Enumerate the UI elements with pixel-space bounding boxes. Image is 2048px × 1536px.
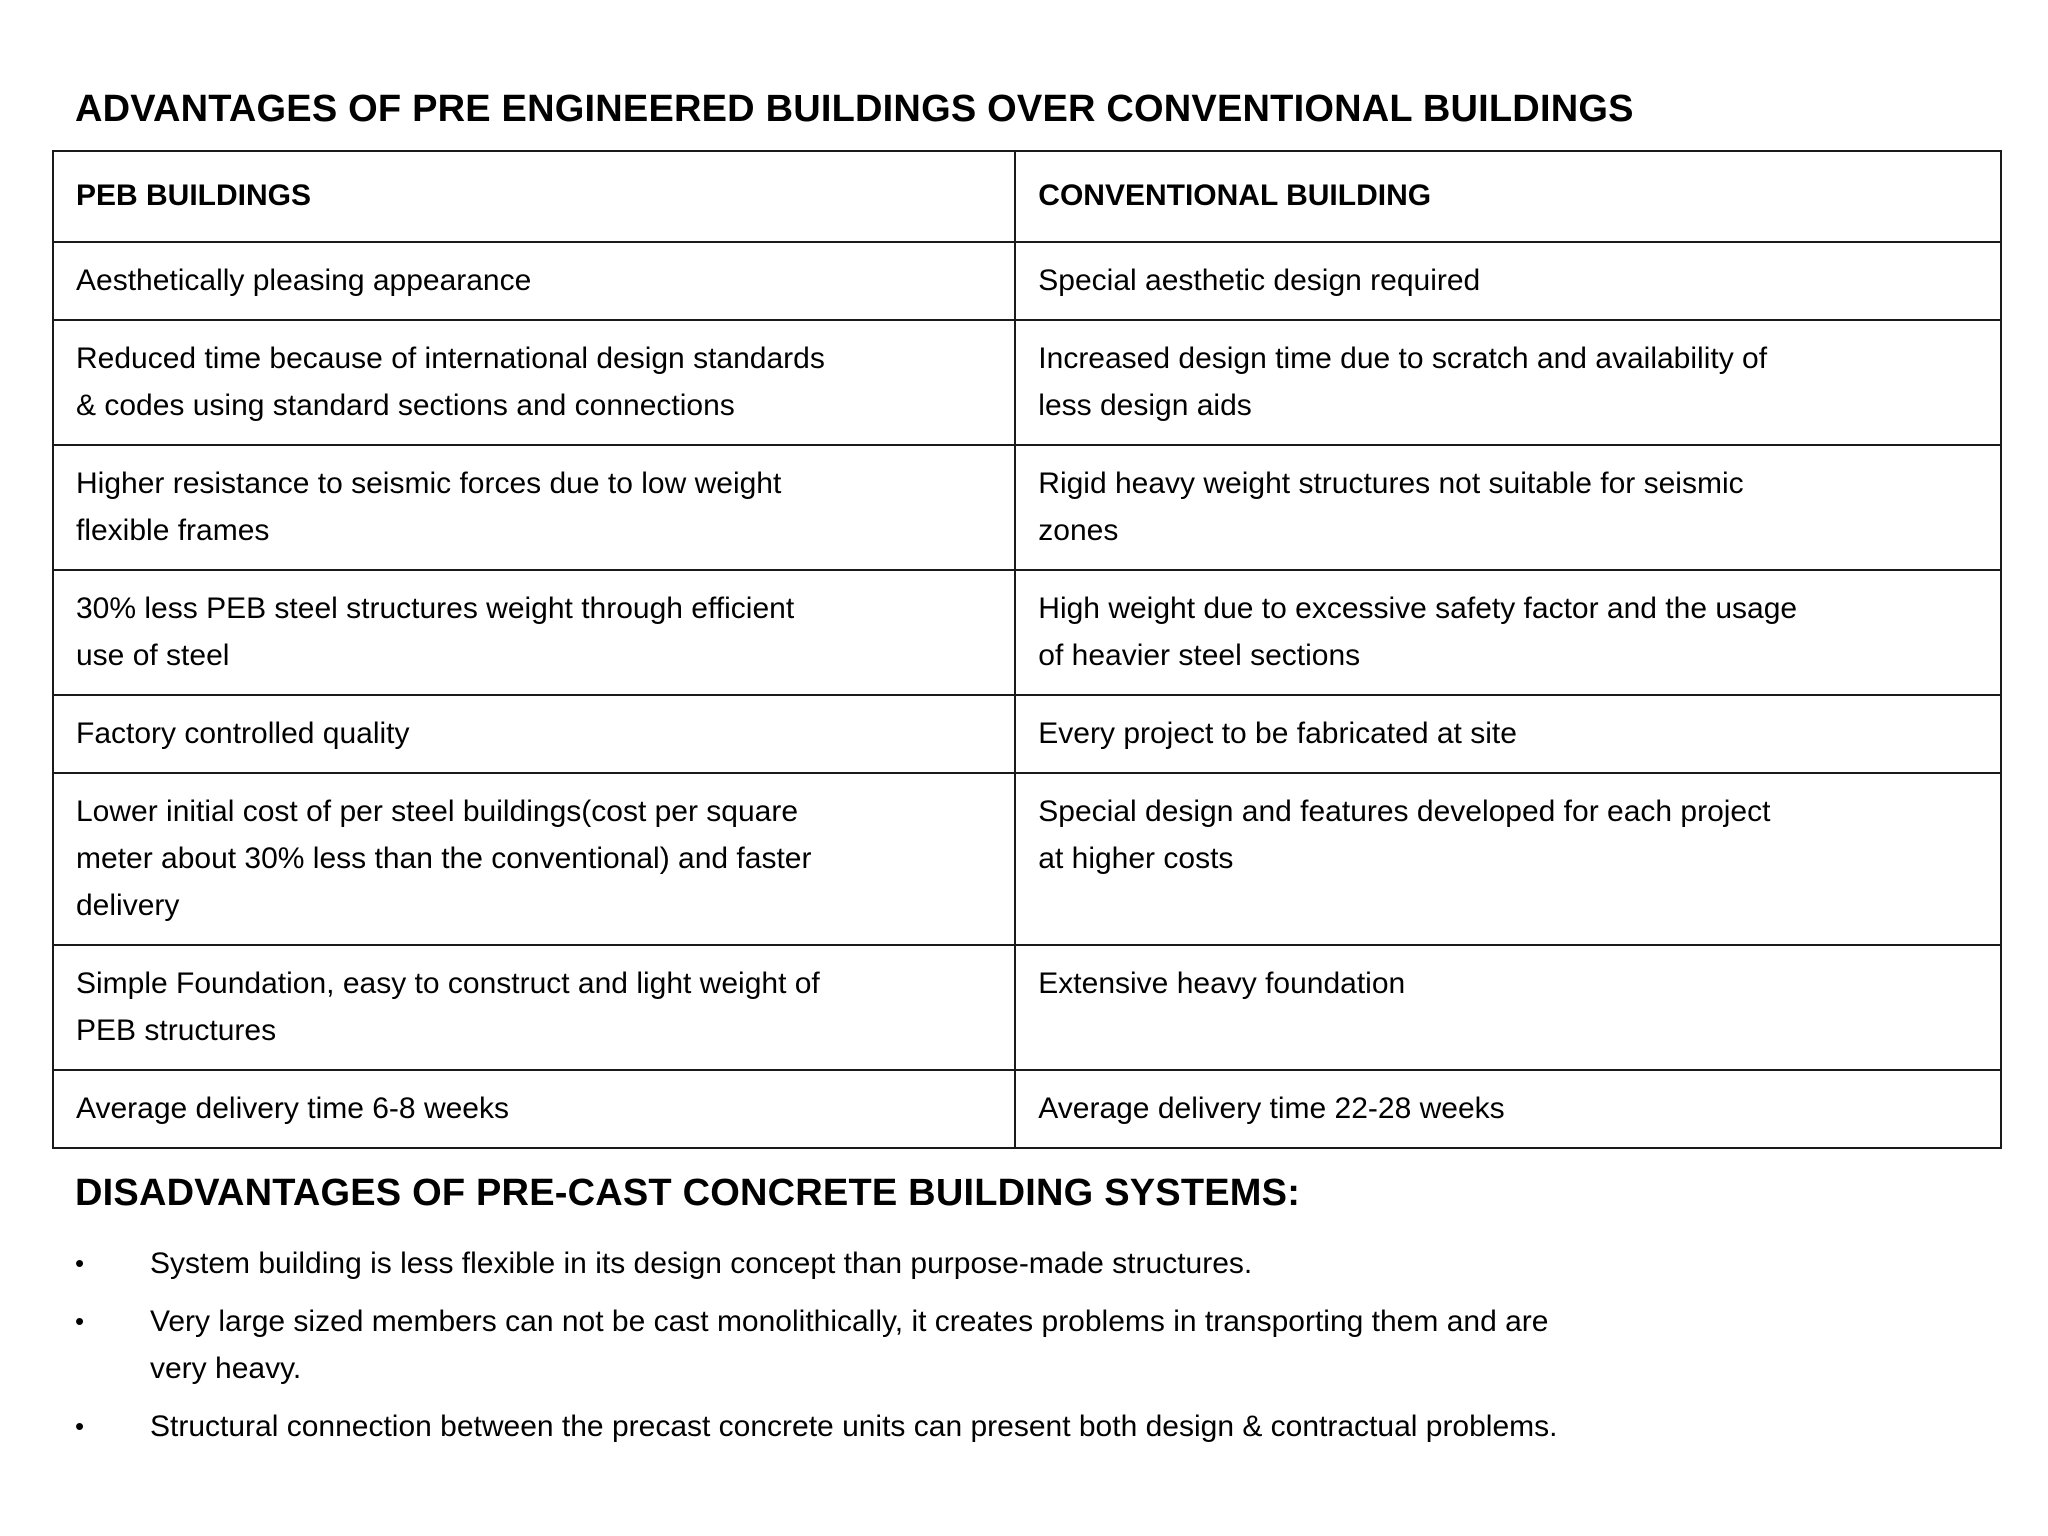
bullet-icon: • [75,1411,85,1441]
cell-peb-design-time: Reduced time because of international de… [51,319,1017,446]
cell-peb-aesthetics: Aesthetically pleasing appearance [51,241,1017,321]
table-row: Reduced time because of international de… [51,319,2002,446]
list-item-text: Structural connection between the precas… [150,1410,1558,1443]
bullet-icon: • [75,1248,85,1278]
comparison-table: PEB BUILDINGS CONVENTIONAL BUILDING Aest… [51,150,2002,1149]
table-row: Factory controlled quality Every project… [51,694,2002,774]
cell-conventional-weight: High weight due to excessive safety fact… [1014,569,2002,696]
cell-conventional-quality: Every project to be fabricated at site [1014,694,2002,774]
table-row: Average delivery time 6-8 weeks Average … [51,1069,2002,1149]
col-header-peb: PEB BUILDINGS [51,150,1017,243]
cell-peb-cost: Lower initial cost of per steel building… [51,772,1017,946]
col-header-conventional: CONVENTIONAL BUILDING [1014,150,2002,243]
disadvantages-heading: DISADVANTAGES OF PRE-CAST CONCRETE BUILD… [75,1172,1301,1214]
cell-peb-weight: 30% less PEB steel structures weight thr… [51,569,1017,696]
list-item-text: System building is less flexible in its … [150,1247,1253,1280]
cell-peb-foundation: Simple Foundation, easy to construct and… [51,944,1017,1071]
cell-conventional-foundation: Extensive heavy foundation [1014,944,2002,1071]
cell-peb-delivery: Average delivery time 6-8 weeks [51,1069,1017,1149]
table-row: 30% less PEB steel structures weight thr… [51,569,2002,696]
cell-conventional-cost: Special design and features developed fo… [1014,772,2002,946]
table-row: Aesthetically pleasing appearance Specia… [51,241,2002,321]
table-header-row: PEB BUILDINGS CONVENTIONAL BUILDING [51,150,2002,243]
table-row: Simple Foundation, easy to construct and… [51,944,2002,1071]
cell-conventional-delivery: Average delivery time 22-28 weeks [1014,1069,2002,1149]
list-item: • Very large sized members can not be ca… [75,1298,1887,1392]
cell-conventional-design-time: Increased design time due to scratch and… [1014,319,2002,446]
cell-peb-quality: Factory controlled quality [51,694,1017,774]
cell-conventional-seismic: Rigid heavy weight structures not suitab… [1014,444,2002,571]
cell-conventional-aesthetics: Special aesthetic design required [1014,241,2002,321]
cell-peb-seismic: Higher resistance to seismic forces due … [51,444,1017,571]
page-title: ADVANTAGES OF PRE ENGINEERED BUILDINGS O… [75,88,1634,130]
list-item-text: Very large sized members can not be cast… [150,1305,1549,1385]
list-item: • Structural connection between the prec… [75,1403,1887,1450]
disadvantages-list: • System building is less flexible in it… [75,1240,1887,1461]
bullet-icon: • [75,1306,85,1336]
list-item: • System building is less flexible in it… [75,1240,1887,1287]
table-row: Higher resistance to seismic forces due … [51,444,2002,571]
table-row: Lower initial cost of per steel building… [51,772,2002,946]
